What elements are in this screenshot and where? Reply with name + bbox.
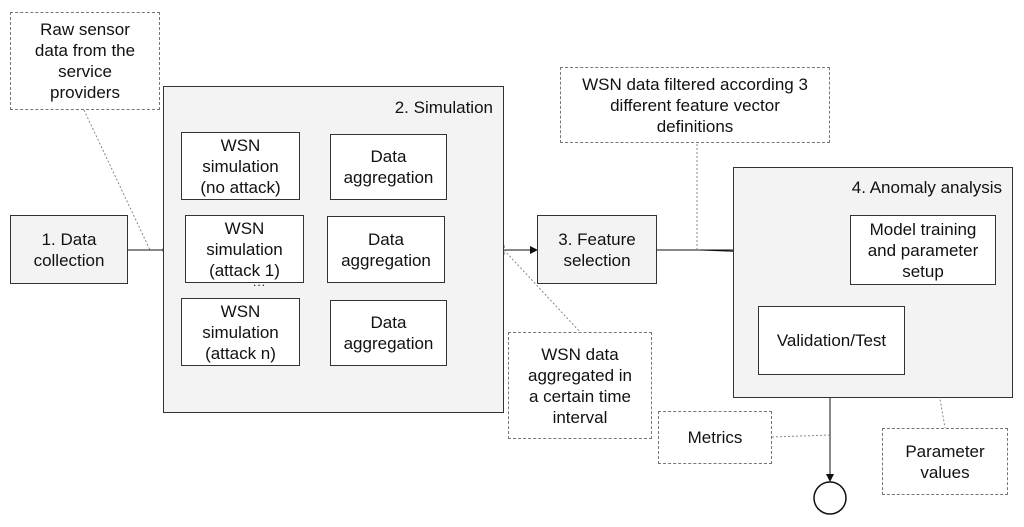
simulation-title: 2. Simulation: [394, 98, 493, 117]
end-node: [813, 481, 847, 515]
aggregated-data-note: WSN data aggregated in a certain time in…: [508, 332, 652, 439]
data-collection-box: 1. Data collection: [10, 215, 128, 284]
aggregation-box-3: Data aggregation: [330, 300, 447, 366]
metrics-note: Metrics: [658, 411, 772, 464]
validation-test-box: Validation/Test: [758, 306, 905, 375]
raw-data-note: Raw sensor data from the service provide…: [10, 12, 160, 110]
ellipsis: ...: [253, 275, 267, 289]
aggregation-box-2: Data aggregation: [327, 216, 445, 283]
simulation-attack-n-box: WSN simulation (attack n): [181, 298, 300, 366]
simulation-no-attack-box: WSN simulation (no attack): [181, 132, 300, 200]
model-training-box: Model training and parameter setup: [850, 215, 996, 285]
feature-selection-box: 3. Feature selection: [537, 215, 657, 284]
parameter-values-note: Parameter values: [882, 428, 1008, 495]
simulation-attack-1-box: WSN simulation (attack 1): [185, 215, 304, 283]
filtered-data-note: WSN data filtered according 3 different …: [560, 67, 830, 143]
aggregation-box-1: Data aggregation: [330, 134, 447, 200]
anomaly-analysis-title: 4. Anomaly analysis: [851, 178, 1002, 197]
